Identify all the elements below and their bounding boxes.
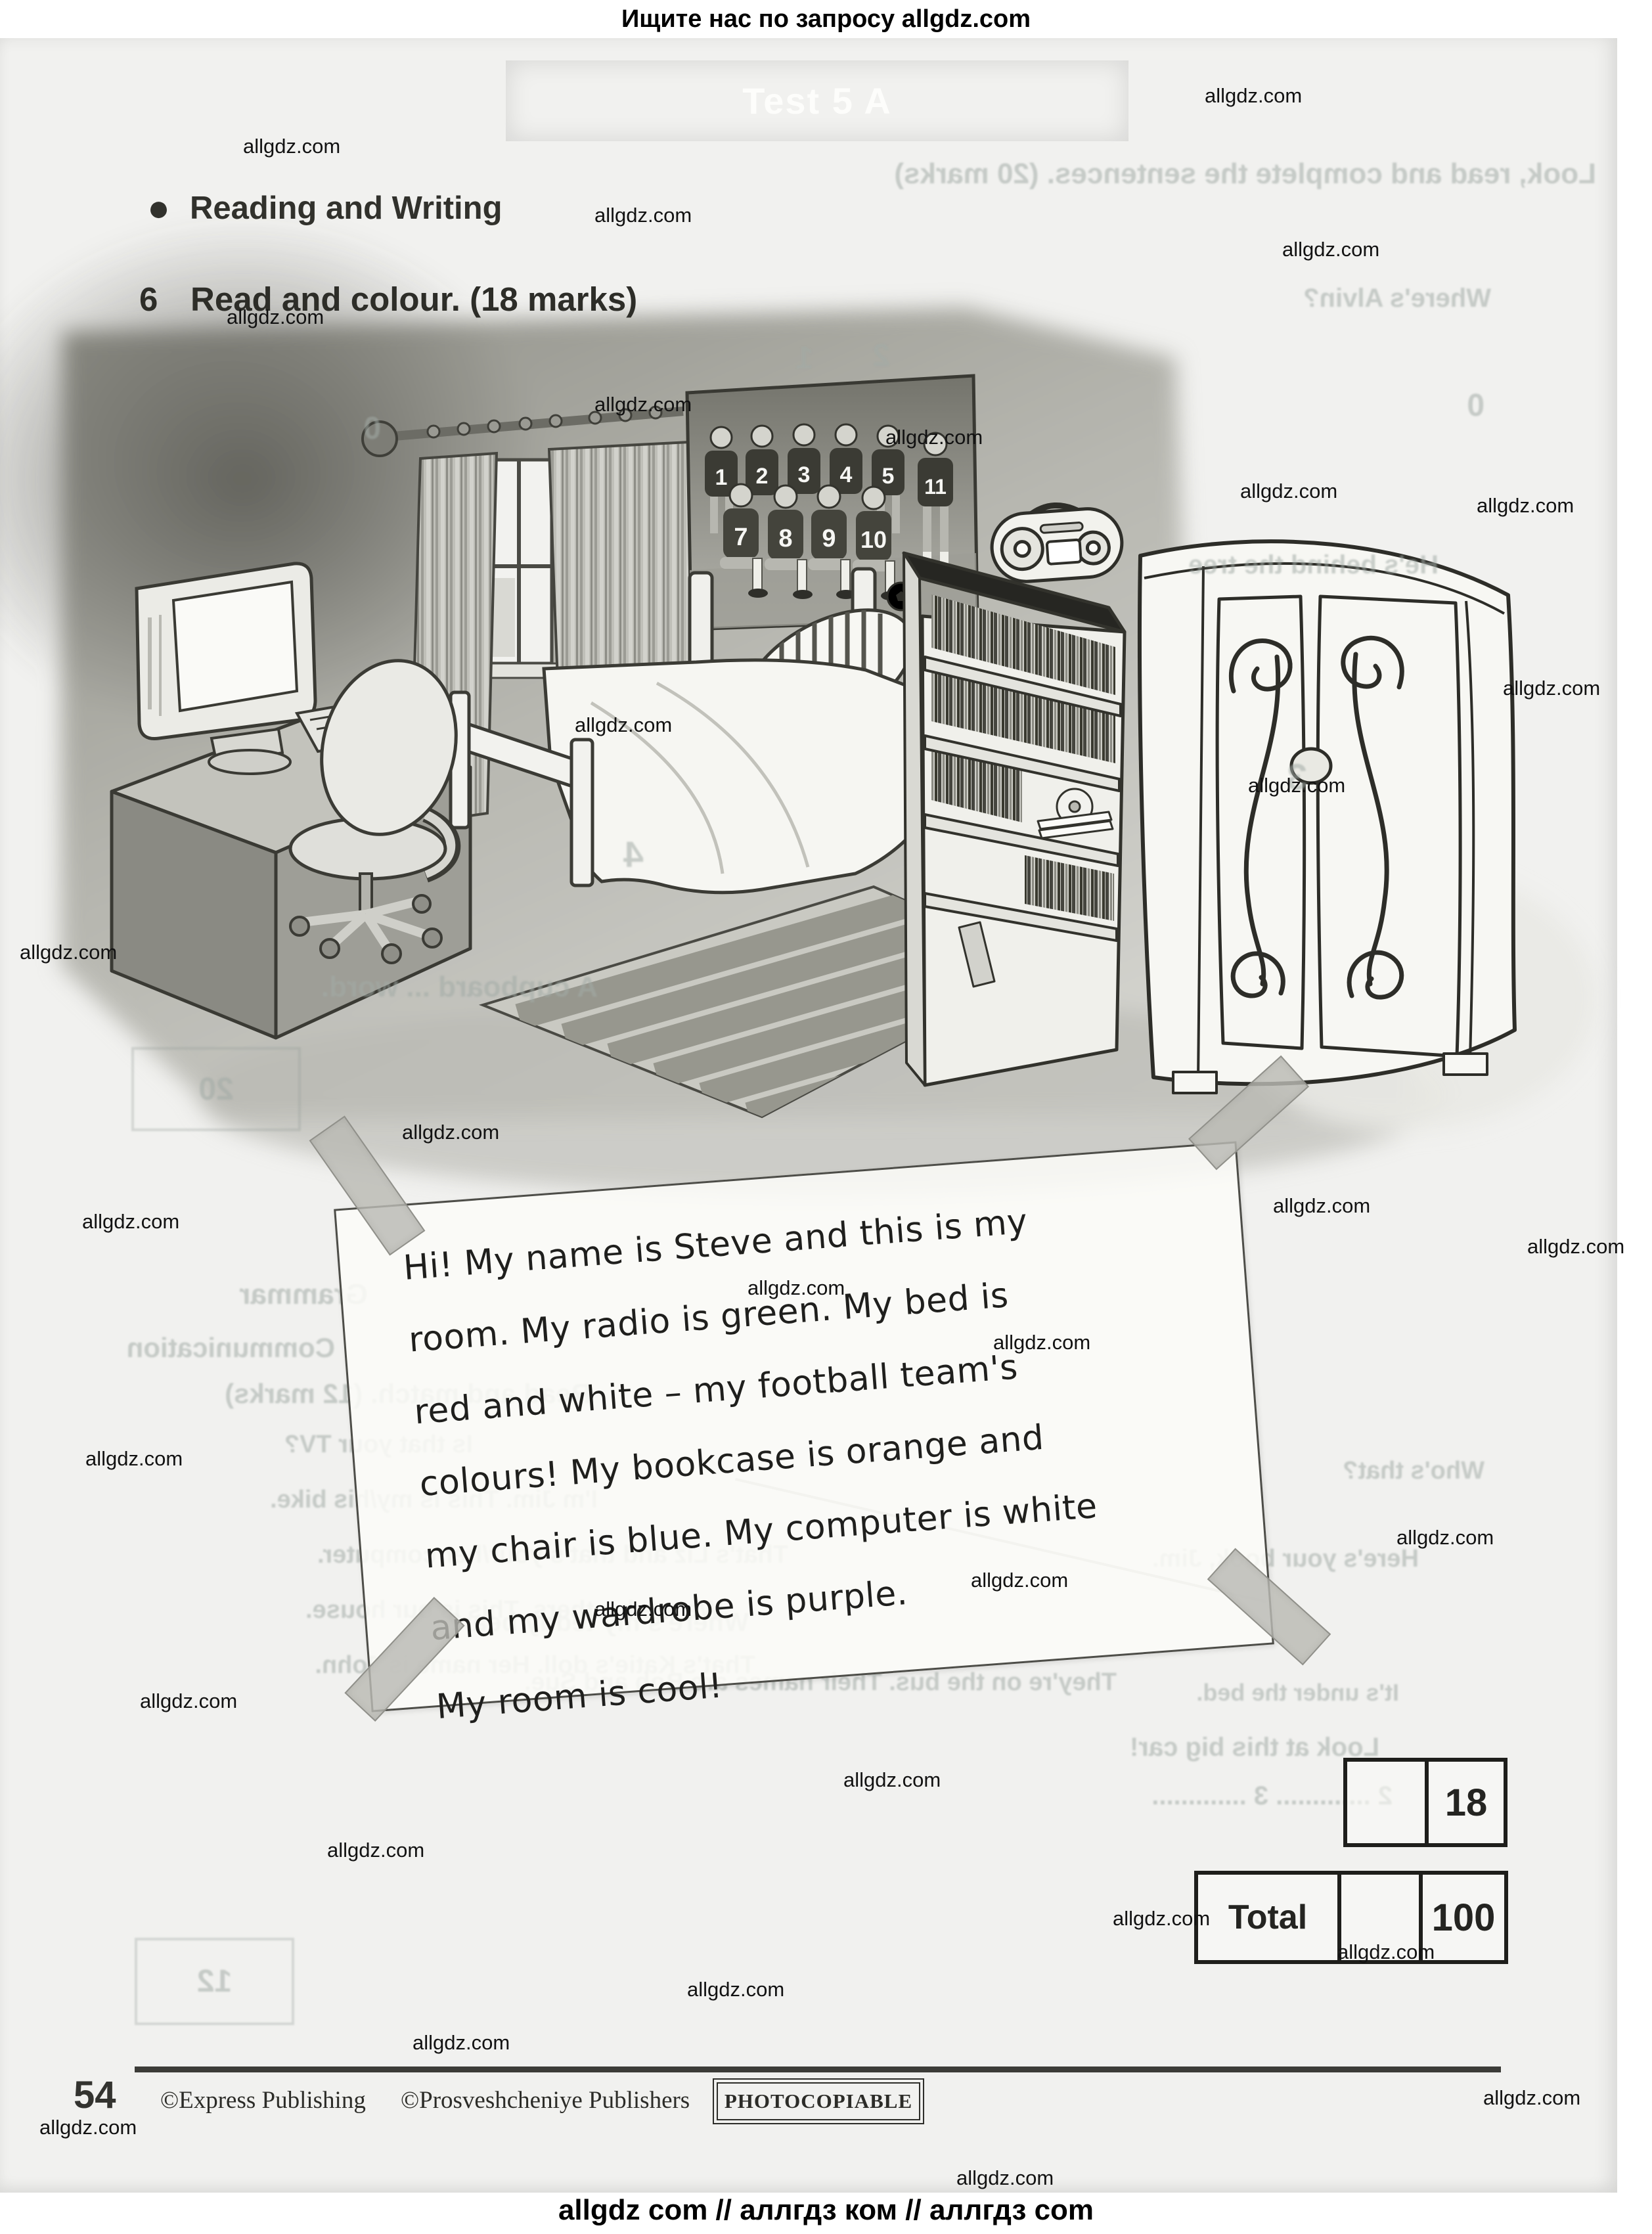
- svg-text:8: 8: [778, 525, 792, 552]
- photocopiable-stamp: PHOTOCOPIABLE: [713, 2078, 924, 2124]
- svg-text:9: 9: [822, 525, 836, 552]
- svg-text:4: 4: [840, 462, 853, 487]
- books-shelf-1: [931, 594, 1115, 695]
- total-label: Total: [1228, 1898, 1308, 1936]
- bullet-icon: ●: [147, 187, 171, 229]
- poster-shirt-numbers: 1 2 3 4 5 11 7 8 9 10: [715, 462, 947, 553]
- task-max-score: 18: [1425, 1762, 1504, 1843]
- task-score-box: 18: [1343, 1758, 1507, 1847]
- wardrobe-swirls: [1228, 635, 1404, 1000]
- svg-text:5: 5: [882, 464, 895, 489]
- computer-monitor: [135, 562, 317, 775]
- wardrobe-foot: [1442, 1052, 1488, 1076]
- leaning-book: [958, 921, 996, 988]
- svg-text:11: 11: [924, 475, 947, 499]
- strand-label: Reading and Writing: [190, 190, 502, 226]
- cds: [1037, 788, 1114, 839]
- foot-post: [569, 738, 594, 887]
- total-score-box: Total 100: [1194, 1871, 1508, 1964]
- publisher-express: ©Express Publishing: [160, 2087, 366, 2114]
- note-text: Hi! My name is Steve and this is my room…: [401, 1201, 1099, 1728]
- publisher-prosveshcheniye: ©Prosveshcheniye Publishers: [401, 2087, 690, 2114]
- svg-text:10: 10: [860, 526, 887, 553]
- test-header-bar: Test 5 A: [506, 60, 1128, 141]
- task-heading: 6 Read and colour. (18 marks): [139, 280, 637, 319]
- books-shelf-4: [1025, 855, 1114, 921]
- svg-text:3: 3: [798, 462, 811, 487]
- radio: [990, 503, 1124, 583]
- total-max-score: 100: [1419, 1875, 1504, 1960]
- svg-text:1: 1: [715, 465, 728, 490]
- steves-note: Hi! My name is Steve and this is my room…: [334, 1141, 1274, 1727]
- promo-footer-text: allgdz com // аллгдз ком // аллгдз com: [558, 2194, 1094, 2226]
- football-team-poster: 1 2 3 4 5 11 7 8 9 10: [685, 374, 979, 631]
- blanket: [542, 658, 943, 895]
- wardrobe-door-left: [1215, 594, 1306, 1050]
- wardrobe-knob: [1289, 747, 1333, 785]
- curtain-rod: [361, 405, 684, 457]
- bed: [449, 567, 943, 895]
- poster-players-front-row: [720, 483, 901, 600]
- svg-text:7: 7: [734, 524, 748, 551]
- wardrobe-foot: [1172, 1071, 1218, 1094]
- footer-rule: [135, 2066, 1501, 2072]
- task-title: Read and colour. (18 marks): [190, 280, 638, 318]
- promo-search-text: Ищите нас по запросу allgdz.com: [621, 5, 1031, 33]
- books-shelf-2: [931, 667, 1115, 763]
- desk-chair: [288, 659, 461, 964]
- bookcase: [902, 551, 1127, 1087]
- total-entry-cell[interactable]: [1337, 1875, 1419, 1960]
- svg-text:2: 2: [756, 464, 769, 489]
- score-entry-cell[interactable]: [1347, 1762, 1425, 1843]
- task-number: 6: [139, 280, 158, 318]
- strand-heading: ● Reading and Writing: [147, 189, 502, 227]
- wardrobe: [1137, 539, 1517, 1094]
- page-number: 54: [74, 2074, 116, 2116]
